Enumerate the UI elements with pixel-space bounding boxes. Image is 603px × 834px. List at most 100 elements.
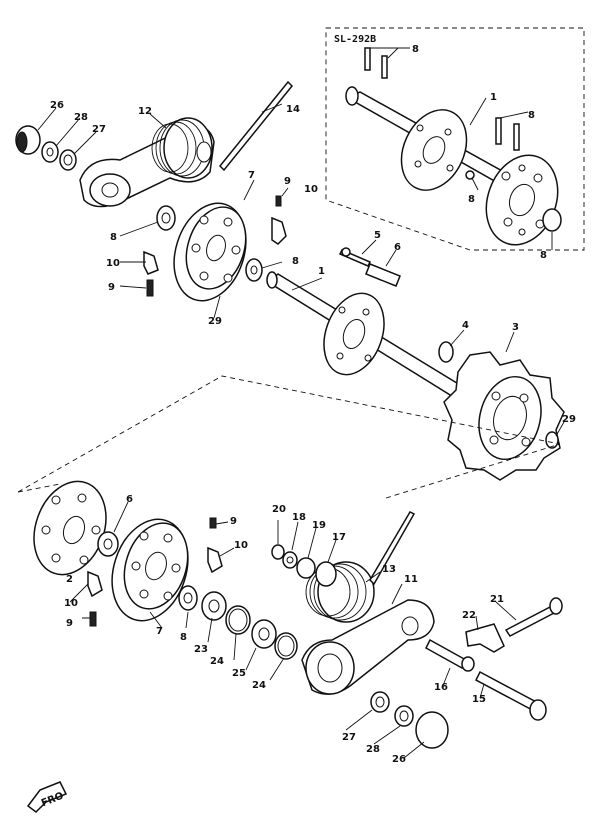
callout-labels: 1 8 8 8 8 26 28 27 12 14 7 9 10 8 10 9 2… <box>50 44 576 765</box>
callout-11: 11 <box>404 574 418 585</box>
hub-part-29-right <box>545 431 559 449</box>
callout-15: 15 <box>472 694 486 705</box>
cap-26-lower <box>415 711 449 749</box>
callout-27-lower: 27 <box>342 732 356 743</box>
callout-23: 23 <box>194 644 208 655</box>
callout-20: 20 <box>272 504 286 515</box>
bearing-6-lower <box>97 531 119 557</box>
callout-9-lower-left: 9 <box>66 618 73 629</box>
drive-sprocket-3 <box>443 351 565 481</box>
nut-28-lower <box>394 705 414 727</box>
inset-box: SL-292B <box>325 27 585 251</box>
callout-10-lower-right: 10 <box>234 540 248 551</box>
front-direction-arrow: FRO <box>26 781 68 813</box>
callout-29-right: 29 <box>562 414 576 425</box>
callout-8-lower: 8 <box>180 632 187 643</box>
collar-part-4 <box>438 341 454 363</box>
callout-19: 19 <box>312 520 326 531</box>
clip-10-upper <box>271 216 287 245</box>
callout-2: 2 <box>66 574 73 585</box>
bolt-5 <box>338 247 372 267</box>
bracket-22 <box>465 623 505 653</box>
callout-21: 21 <box>490 594 504 605</box>
callout-12: 12 <box>138 106 152 117</box>
inset-pins <box>364 47 562 232</box>
bearing-8-lower <box>178 585 198 611</box>
callout-29-left: 29 <box>208 316 222 327</box>
callout-18: 18 <box>292 512 306 523</box>
bolt-21 <box>504 597 563 637</box>
callout-4: 4 <box>462 320 469 331</box>
screw-9-upper <box>275 195 282 207</box>
screw-9-lower-left <box>89 611 97 627</box>
upper-sprocket-disk <box>323 292 385 376</box>
nut-28-upper <box>41 141 59 163</box>
callout-26-lower: 26 <box>392 754 406 765</box>
washer-20 <box>271 544 285 560</box>
upper-wheel-7 <box>173 202 247 302</box>
bearing-23 <box>201 591 227 621</box>
washer-19 <box>296 557 316 579</box>
circlip-24-a <box>225 605 251 635</box>
inset-border <box>325 27 585 251</box>
callout-16: 16 <box>434 682 448 693</box>
callout-9-left: 9 <box>108 282 115 293</box>
callout-26-upper: 26 <box>50 100 64 111</box>
callout-8-mid: 8 <box>292 256 299 267</box>
callout-24-b: 24 <box>252 680 266 691</box>
circlip-24-b <box>274 632 298 660</box>
callout-9-lower-right: 9 <box>230 516 237 527</box>
bearing-25 <box>251 619 277 649</box>
callout-7-upper: 7 <box>248 170 255 181</box>
callout-28-lower: 28 <box>366 744 380 755</box>
assembly-frame-dashed <box>17 375 561 499</box>
callout-10-lower-left: 10 <box>64 598 78 609</box>
inset-wheel <box>485 154 559 246</box>
washer-27-lower <box>370 691 390 713</box>
callout-9-upper: 9 <box>284 176 291 187</box>
callout-24-a: 24 <box>210 656 224 667</box>
callout-14: 14 <box>286 104 300 115</box>
callout-6: 6 <box>394 242 401 253</box>
clip-10-left <box>143 250 159 275</box>
callout-28-upper: 28 <box>74 112 88 123</box>
callout-10-left: 10 <box>106 258 120 269</box>
callout-8-inset-c: 8 <box>468 194 475 205</box>
collar-17 <box>315 561 337 587</box>
lower-tensioner-arm-11 <box>301 599 435 695</box>
callout-25: 25 <box>232 668 246 679</box>
callout-27-upper: 27 <box>92 124 106 135</box>
inset-title: SL-292B <box>334 34 376 45</box>
plate-6 <box>365 263 401 287</box>
callout-8-inset-d: 8 <box>540 250 547 261</box>
nut-18 <box>282 551 298 569</box>
callout-22: 22 <box>462 610 476 621</box>
clip-10-lower-right <box>207 546 223 574</box>
inset-sprocket-disk <box>400 109 468 191</box>
bearing-8-upper <box>245 258 263 282</box>
callout-8-inset-a: 8 <box>412 44 419 55</box>
torsion-spring-12 <box>151 117 213 179</box>
callout-17: 17 <box>332 532 346 543</box>
screw-9-lower-right <box>209 517 217 529</box>
callout-10-upper: 10 <box>304 184 318 195</box>
callout-5: 5 <box>374 230 381 241</box>
callout-8-inset-b: 8 <box>528 110 535 121</box>
callout-7-lower: 7 <box>156 626 163 637</box>
callout-1-main: 1 <box>318 266 325 277</box>
callout-1-inset: 1 <box>490 92 497 103</box>
lower-sprocket-disk-2 <box>33 480 107 576</box>
pin-16 <box>425 638 475 672</box>
washer-27-upper <box>59 149 77 171</box>
callout-13: 13 <box>382 564 396 575</box>
clip-10-lower-left <box>87 570 103 598</box>
callout-6-lower: 6 <box>126 494 133 505</box>
bolt-15 <box>475 670 547 721</box>
spring-arm-14 <box>218 80 294 172</box>
callout-3: 3 <box>512 322 519 333</box>
callout-8-left: 8 <box>110 232 117 243</box>
screw-9-left <box>146 279 154 297</box>
bearing-8-left <box>156 205 176 231</box>
